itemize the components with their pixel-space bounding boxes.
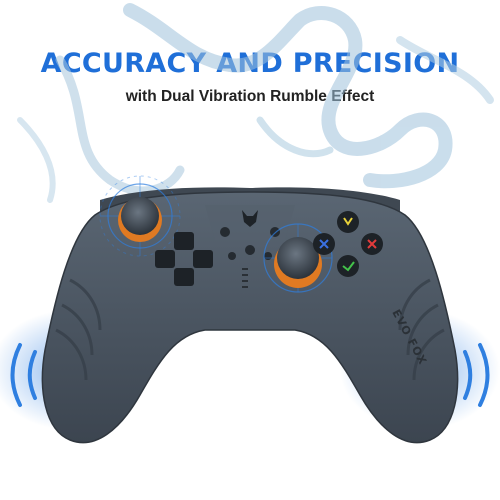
- d-pad-up[interactable]: [174, 232, 194, 250]
- a-glyph-icon: [342, 261, 355, 272]
- d-pad-left[interactable]: [155, 250, 175, 268]
- face-buttons: [313, 211, 383, 277]
- y-glyph-icon: [343, 217, 353, 226]
- share-button[interactable]: [220, 227, 230, 237]
- start-button[interactable]: [264, 252, 272, 260]
- left-wave-1: [10, 343, 22, 407]
- right-wave-2: [463, 350, 473, 400]
- x-glyph-icon: [319, 239, 329, 249]
- left-thumbstick[interactable]: [99, 175, 181, 257]
- right-thumbstick[interactable]: [263, 223, 333, 293]
- controller: [41, 187, 459, 444]
- y-button[interactable]: [337, 211, 359, 233]
- d-pad[interactable]: [155, 232, 213, 286]
- player-leds: [242, 268, 248, 288]
- left-wave-2: [27, 350, 37, 400]
- d-pad-right[interactable]: [193, 250, 213, 268]
- right-wave-1: [478, 343, 490, 407]
- options-button[interactable]: [270, 227, 280, 237]
- fox-logo-icon: [242, 210, 258, 227]
- home-button[interactable]: [245, 245, 255, 255]
- a-button[interactable]: [337, 255, 359, 277]
- b-glyph-icon: [367, 239, 377, 249]
- d-pad-down[interactable]: [174, 268, 194, 286]
- background-artwork: [17, 3, 494, 203]
- select-button[interactable]: [228, 252, 236, 260]
- subline: with Dual Vibration Rumble Effect: [125, 88, 375, 105]
